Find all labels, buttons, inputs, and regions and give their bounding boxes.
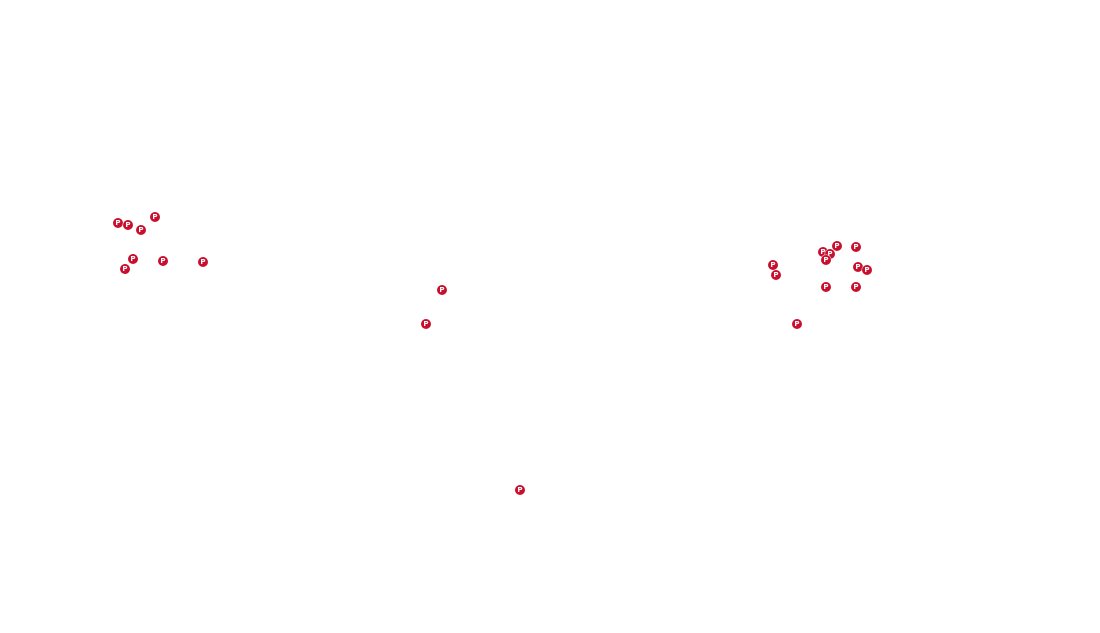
parking-marker-icon[interactable]: P — [821, 282, 831, 292]
parking-marker-icon[interactable]: P — [136, 225, 146, 235]
parking-marker-icon[interactable]: P — [851, 242, 861, 252]
parking-marker-icon[interactable]: P — [832, 241, 842, 251]
parking-marker-icon[interactable]: P — [437, 285, 447, 295]
parking-marker-icon[interactable]: P — [128, 254, 138, 264]
parking-marker-icon[interactable]: P — [825, 249, 835, 259]
parking-marker-icon[interactable]: P — [113, 218, 123, 228]
parking-marker-icon[interactable]: P — [421, 319, 431, 329]
parking-marker-icon[interactable]: P — [821, 255, 831, 265]
parking-marker-icon[interactable]: P — [198, 257, 208, 267]
parking-marker-icon[interactable]: P — [853, 262, 863, 272]
parking-marker-icon[interactable]: P — [818, 247, 828, 257]
parking-marker-icon[interactable]: P — [150, 212, 160, 222]
parking-marker-icon[interactable]: P — [158, 256, 168, 266]
parking-marker-icon[interactable]: P — [120, 264, 130, 274]
parking-marker-icon[interactable]: P — [771, 270, 781, 280]
parking-marker-icon[interactable]: P — [792, 319, 802, 329]
parking-marker-icon[interactable]: P — [123, 220, 133, 230]
parking-marker-icon[interactable]: P — [862, 265, 872, 275]
parking-marker-icon[interactable]: P — [768, 260, 778, 270]
parking-marker-icon[interactable]: P — [851, 282, 861, 292]
parking-marker-icon[interactable]: P — [515, 485, 525, 495]
